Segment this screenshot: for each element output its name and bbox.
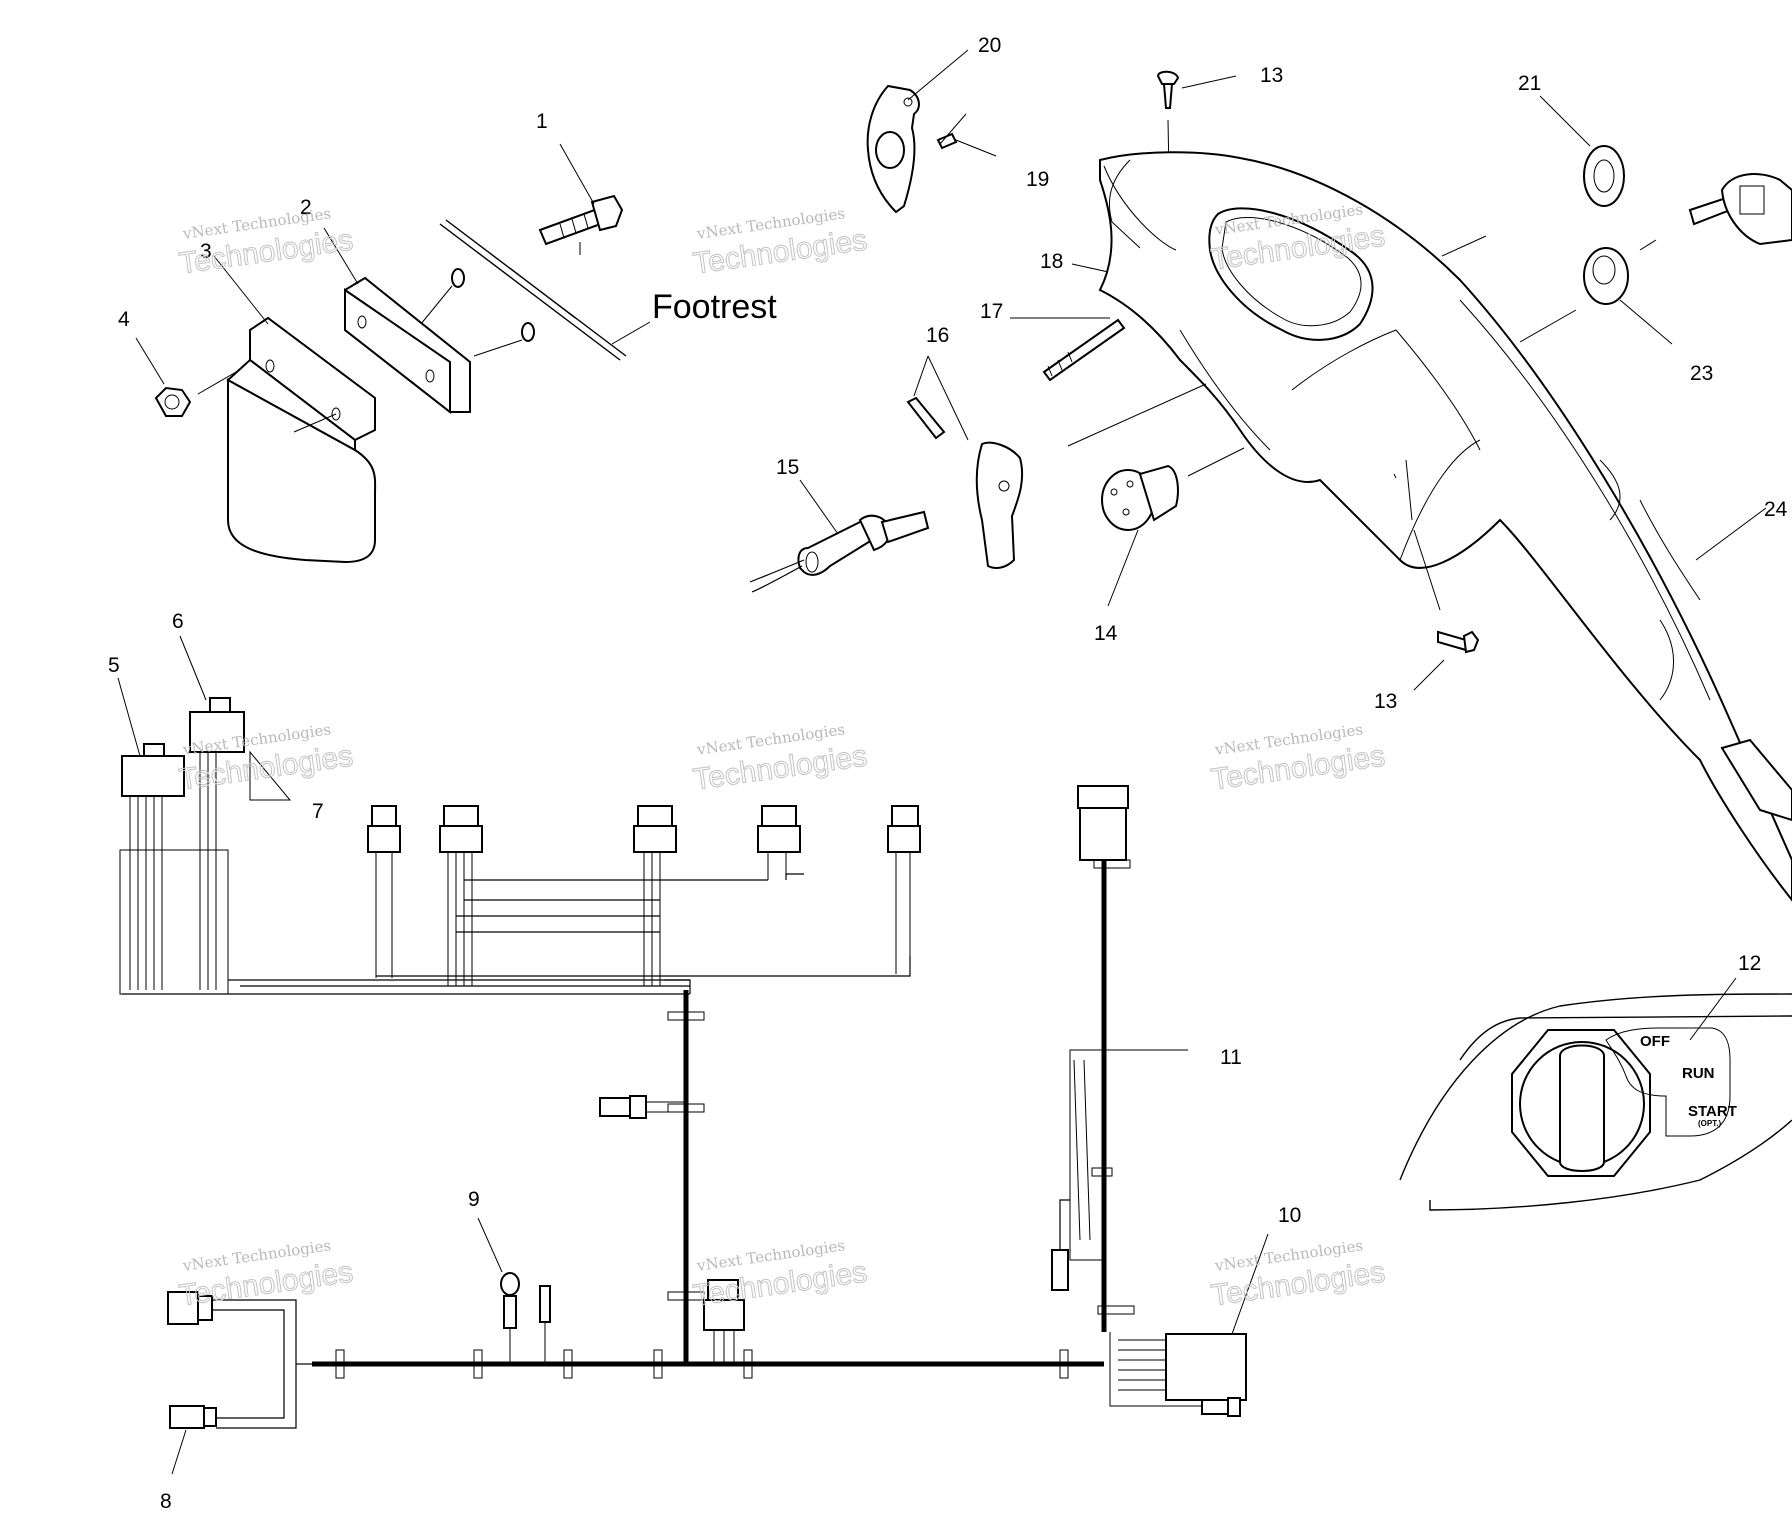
watermark: vNext Technologies Technologies	[177, 1236, 356, 1313]
connector	[367, 805, 401, 978]
watermark: vNext Technologies Technologies	[691, 204, 870, 281]
screw	[1437, 630, 1480, 654]
watermark: vNext Technologies Technologies	[691, 1236, 870, 1313]
ignition-switch-body	[1101, 464, 1179, 531]
callout-3: 3	[200, 240, 212, 263]
ring-terminal	[500, 1272, 551, 1364]
switch-label-start-note: (OPT.)	[1698, 1119, 1721, 1128]
callout-15: 15	[776, 456, 799, 479]
mounting-bracket	[866, 84, 920, 214]
ignition-key	[1688, 173, 1792, 246]
callout-4: 4	[118, 308, 130, 331]
callout-18: 18	[1040, 250, 1063, 273]
callout-13-bottom: 13	[1374, 690, 1397, 713]
callout-6: 6	[172, 610, 184, 633]
footrest-pad	[226, 316, 377, 564]
connector	[703, 1279, 745, 1364]
callout-12: 12	[1738, 952, 1761, 975]
watermark: vNext Technologies Technologies	[1209, 720, 1388, 797]
callout-7: 7	[312, 800, 324, 823]
watermark: vNext Technologies Technologies	[691, 720, 870, 797]
callout-24: 24	[1764, 498, 1788, 521]
callout-9: 9	[468, 1188, 480, 1211]
footrest-assembly	[135, 143, 651, 564]
watermark: vNext Technologies Technologies	[1209, 1236, 1388, 1313]
switch-label-run: RUN	[1682, 1065, 1715, 1082]
callout-14: 14	[1094, 622, 1118, 645]
main-connector	[1109, 1332, 1247, 1417]
ignition-parts	[749, 49, 1245, 607]
wire-harness	[117, 635, 1269, 1475]
connector	[633, 805, 677, 986]
callout-8: 8	[160, 1490, 172, 1513]
callout-10: 10	[1278, 1204, 1301, 1227]
footrest-label: Footrest	[652, 288, 777, 326]
key-switch-detail: OFF RUN START (OPT.)	[1399, 993, 1792, 1211]
callout-13-top: 13	[1260, 64, 1283, 87]
connector	[189, 697, 245, 990]
connector	[439, 805, 483, 986]
switch-label-off: OFF	[1640, 1033, 1670, 1050]
callout-1: 1	[536, 110, 548, 133]
connector	[599, 1095, 686, 1119]
callout-2: 2	[300, 196, 312, 219]
callout-11: 11	[1220, 1046, 1242, 1069]
connector	[757, 805, 801, 880]
connector	[887, 805, 921, 974]
callout-17: 17	[980, 300, 1003, 323]
callout-16: 16	[926, 324, 949, 347]
grommet	[1583, 145, 1625, 207]
callout-19: 19	[1026, 168, 1049, 191]
connector	[121, 743, 185, 990]
connector	[1077, 785, 1129, 861]
nut	[154, 386, 192, 417]
callout-23: 23	[1690, 362, 1713, 385]
callout-21: 21	[1518, 72, 1541, 95]
grommet	[1583, 247, 1629, 305]
bolt	[538, 194, 624, 246]
callout-5: 5	[108, 654, 120, 677]
callout-20: 20	[978, 34, 1001, 57]
switch-label-start: START	[1688, 1103, 1737, 1120]
choke-plunger	[749, 510, 930, 593]
footrest-backing-plate	[344, 276, 471, 415]
connector	[167, 1291, 217, 1429]
console-hood	[1067, 151, 1792, 902]
